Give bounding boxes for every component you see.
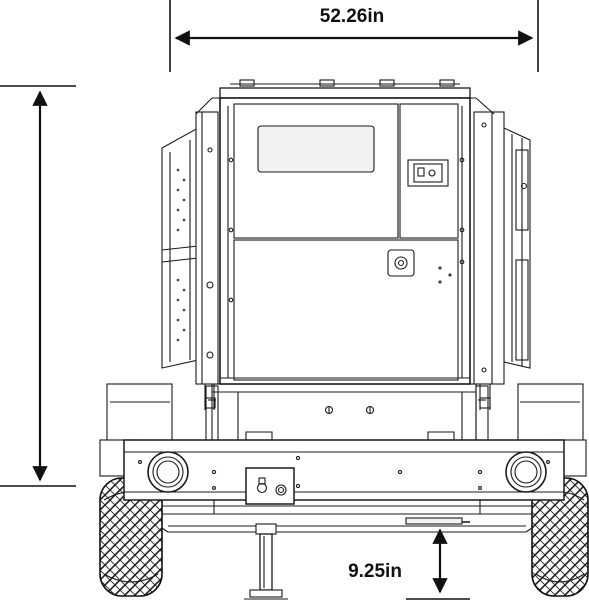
width-dimension: 52.26in — [169, 0, 539, 72]
right-tail-light — [505, 451, 547, 493]
connection-plate — [245, 467, 295, 505]
height-dimension — [0, 85, 76, 487]
door-lock-icon — [387, 249, 415, 277]
generator-drawing — [99, 79, 589, 600]
main-cabinet — [219, 97, 471, 385]
axle-bar — [123, 439, 565, 501]
upper-right-door — [399, 103, 459, 239]
ground-clearance-dimension: 9.25in — [348, 521, 470, 600]
under-frame — [161, 500, 533, 533]
lower-frame — [205, 383, 489, 443]
left-tail-light — [147, 451, 189, 493]
door-lock-icon — [407, 159, 449, 187]
width-label: 52.26in — [320, 6, 384, 27]
left-side-panel — [161, 111, 219, 410]
right-fender — [517, 383, 587, 477]
jack-stand — [244, 523, 288, 600]
control-window — [257, 125, 375, 173]
clearance-label: 9.25in — [348, 561, 402, 582]
right-side-panel — [473, 111, 531, 410]
lower-door — [233, 239, 459, 381]
